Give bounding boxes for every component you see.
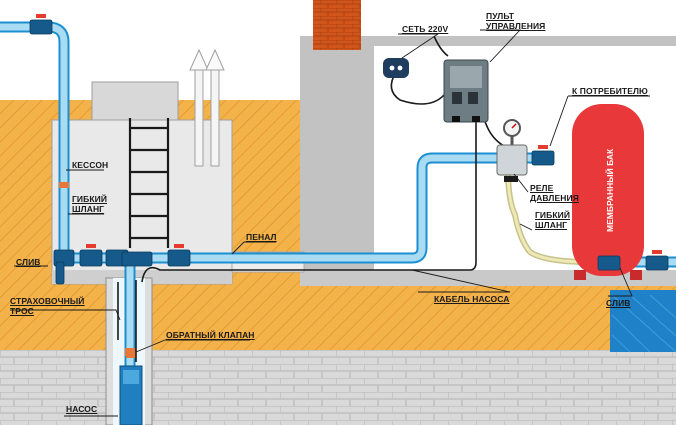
pressure-relay: [496, 144, 528, 176]
power-socket: [383, 58, 409, 78]
house-wall: [300, 36, 374, 286]
label-drain-right: СЛИВ: [606, 298, 631, 308]
label-pressure-relay: РЕЛЕ ДАВЛЕНИЯ: [530, 183, 579, 203]
vent-cap: [189, 48, 209, 71]
label-network: СЕТЬ 220V: [402, 24, 449, 34]
label-check-valve: ОБРАТНЫЙ КЛАПАН: [166, 330, 255, 340]
valve-handles: [36, 14, 662, 254]
label-flex-hose-right: ГИБКИЙ ШЛАНГ: [535, 210, 571, 230]
caisson-ladder: [128, 118, 170, 248]
check-valve: [125, 348, 135, 356]
label-membrane-tank: МЕМБРАННЫЙ БАК: [605, 148, 615, 232]
label-safety-rope: СТРАХОВОЧНЫЙ ТРОС: [10, 296, 85, 316]
label-to-consumer: К ПОТРЕБИТЕЛЮ: [572, 86, 648, 96]
caisson-floor: [52, 270, 232, 284]
label-pump-cable: КАБЕЛЬ НАСОСА: [434, 294, 510, 304]
brick-foundation: [0, 350, 676, 425]
cables: [117, 35, 509, 362]
caisson-lid: [91, 81, 179, 123]
label-sleeve: ПЕНАЛ: [246, 232, 277, 242]
label-drain-left: СЛИВ: [16, 257, 41, 267]
leader-lines: [10, 29, 650, 417]
label-flex-hose-left: ГИБКИЙ ШЛАНГ: [72, 194, 108, 214]
label-pump: НАСОС: [66, 404, 98, 414]
membrane-tank: [572, 104, 644, 276]
label-control-panel: ПУЛЬТ УПРАВЛЕНИЯ: [486, 11, 546, 31]
label-caisson: КЕССОН: [72, 160, 109, 170]
flex-hose-coupling: [59, 182, 69, 188]
house-ceiling: [374, 36, 676, 46]
valves: [29, 19, 669, 285]
chimney: [313, 0, 361, 50]
